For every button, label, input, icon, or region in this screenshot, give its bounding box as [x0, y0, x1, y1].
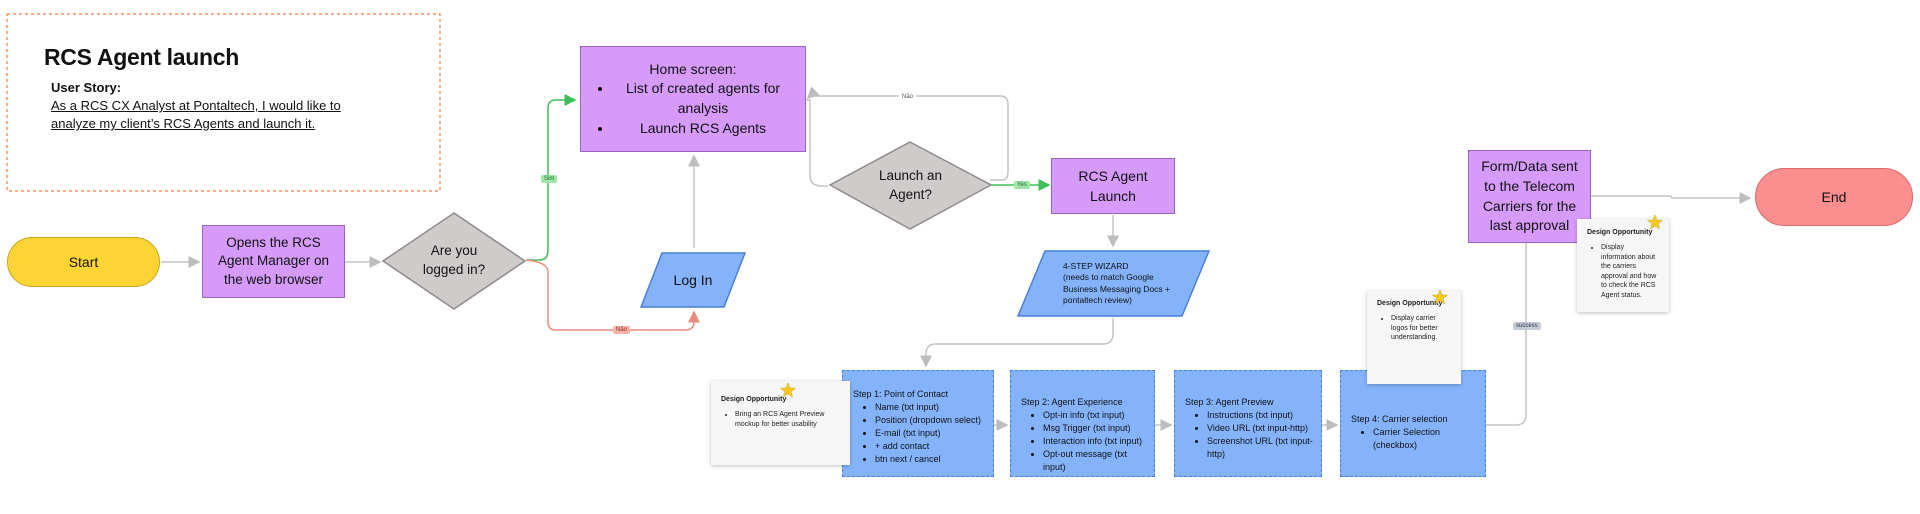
step-item: Carrier Selection (checkbox)	[1373, 426, 1477, 452]
step-item: Video URL (txt input-http)	[1207, 422, 1313, 435]
step-list: Instructions (txt input) Video URL (txt …	[1185, 409, 1313, 461]
step-2-box: Step 2: Agent Experience Opt-in info (tx…	[1010, 370, 1155, 477]
user-story-label: User Story:	[51, 80, 122, 95]
edge-wizard-step1	[920, 318, 1114, 368]
launchq-line-1: Launch an	[878, 167, 943, 183]
home-item: List of created agents for analysis	[613, 79, 793, 118]
star-icon: ★	[779, 380, 797, 402]
step-item: Opt-out message (txt input)	[1043, 448, 1146, 474]
home-screen-node: Home screen: List of created agents for …	[580, 46, 806, 152]
edge-label-nao-top: Não	[899, 93, 917, 101]
end-label: End	[1821, 189, 1847, 205]
wizard-line-2: (needs to match Google	[1062, 272, 1154, 283]
logged-line-1: Are you	[430, 243, 478, 259]
form-line-3: Carriers for the	[1482, 197, 1577, 214]
design-note-3: Design Opportunity Display information a…	[1577, 219, 1669, 312]
step-item: Name (txt input)	[875, 401, 985, 414]
design-note-2: Design Opportunity Display carrier logos…	[1367, 291, 1461, 384]
home-list: List of created agents for analysis Laun…	[593, 79, 793, 138]
form-line-4: last approval	[1489, 217, 1570, 234]
title-card-border	[6, 13, 441, 192]
wizard-line-1: 4-STEP WIZARD	[1062, 260, 1129, 271]
step-list: Opt-in info (txt input) Msg Trigger (txt…	[1021, 409, 1146, 474]
launch-line-1: RCS Agent	[1078, 167, 1148, 184]
logged-line-2: logged in?	[422, 262, 486, 277]
opens-manager-node: Opens the RCS Agent Manager on the web b…	[202, 225, 345, 298]
wizard-line-3: Business Messaging Docs +	[1062, 283, 1170, 294]
title-card: RCS Agent launch User Story: As a RCS CX…	[44, 44, 434, 131]
launchq-line-2: Agent?	[889, 186, 932, 202]
user-story-line2: analyze my client’s RCS Agents and launc…	[51, 116, 316, 131]
step-list: Name (txt input) Position (dropdown sele…	[853, 401, 985, 466]
wizard-line-4: pontaltech review)	[1062, 294, 1132, 305]
note-title: Design Opportunity	[721, 396, 787, 403]
form-line-2: to the Telecom	[1484, 177, 1575, 194]
opens-line-2: Agent Manager on	[217, 253, 330, 269]
edge-success	[1486, 210, 1532, 426]
edge-home-launchq	[806, 99, 828, 187]
edge-label-success: success	[1513, 322, 1541, 330]
home-title: Home screen:	[649, 60, 737, 77]
step-item: Screenshot URL (txt input-http)	[1207, 435, 1313, 461]
step-item: Interaction info (txt input)	[1043, 435, 1146, 448]
home-item: Launch RCS Agents	[613, 119, 793, 139]
login-node: Log In	[640, 252, 746, 308]
edge-nao-bottom	[525, 259, 700, 331]
wizard-node: 4-STEP WIZARD (needs to match Google Bus…	[1017, 250, 1210, 317]
end-node: End	[1755, 168, 1913, 226]
note-text: Display information about the carriers a…	[1601, 243, 1659, 300]
page-title: RCS Agent launch	[44, 44, 239, 70]
note-text: Display carrier logos for better underst…	[1391, 314, 1451, 342]
edge-label-nao-bottom: Não	[613, 326, 631, 334]
launch-line-2: Launch	[1090, 188, 1136, 204]
step-item: Instructions (txt input)	[1207, 409, 1313, 422]
step-item: Opt-in info (txt input)	[1043, 409, 1146, 422]
step-list: Carrier Selection (checkbox)	[1351, 426, 1477, 452]
note-title: Design Opportunity	[1587, 229, 1653, 236]
step-item: Position (dropdown select)	[875, 414, 985, 427]
parallelogram-shape	[1017, 250, 1210, 317]
start-label: Start	[68, 254, 99, 270]
opens-line-1: Opens the RCS	[226, 235, 321, 251]
note-text: Bring an RCS Agent Preview mockup for be…	[735, 410, 840, 429]
step-4-box: Step 4: Carrier selection Carrier Select…	[1340, 370, 1486, 477]
form-line-1: Form/Data sent	[1481, 158, 1578, 175]
logged-in-decision: Are you logged in?	[382, 212, 526, 310]
step-item: + add contact	[875, 440, 985, 453]
edge-nao-top	[806, 86, 1009, 181]
design-note-1: Design Opportunity Bring an RCS Agent Pr…	[711, 381, 850, 465]
edge-label-yes: Yes	[1014, 181, 1030, 189]
launch-decision: Launch an Agent?	[829, 141, 992, 230]
star-icon: ★	[1646, 212, 1664, 234]
step-1-box: Step 1: Point of Contact Name (txt input…	[842, 370, 994, 477]
start-node: Start	[7, 237, 160, 287]
star-icon: ★	[1431, 287, 1449, 309]
opens-line-3: the web browser	[223, 271, 324, 287]
step-title: Step 4: Carrier selection	[1351, 414, 1448, 424]
step-title: Step 2: Agent Experience	[1021, 397, 1123, 407]
step-item: btn next / cancel	[875, 453, 985, 466]
edge-label-sim: Sim	[541, 175, 558, 183]
user-story-line1: As a RCS CX Analyst at Pontaltech, I wou…	[51, 98, 341, 113]
diamond-shape	[829, 141, 992, 230]
step-title: Step 3: Agent Preview	[1185, 397, 1274, 407]
step-title: Step 1: Point of Contact	[853, 389, 949, 399]
diamond-shape	[382, 212, 526, 310]
edge-form-end	[1590, 192, 1752, 204]
form-sent-node: Form/Data sent to the Telecom Carriers f…	[1468, 150, 1591, 243]
rcs-agent-launch-node: RCS Agent Launch	[1051, 158, 1175, 214]
step-item: Msg Trigger (txt input)	[1043, 422, 1146, 435]
step-item: E-mail (txt input)	[875, 427, 985, 440]
note-title: Design Opportunity	[1377, 300, 1443, 307]
step-3-box: Step 3: Agent Preview Instructions (txt …	[1174, 370, 1322, 477]
parallelogram-shape	[640, 252, 746, 308]
login-label: Log In	[673, 272, 713, 288]
